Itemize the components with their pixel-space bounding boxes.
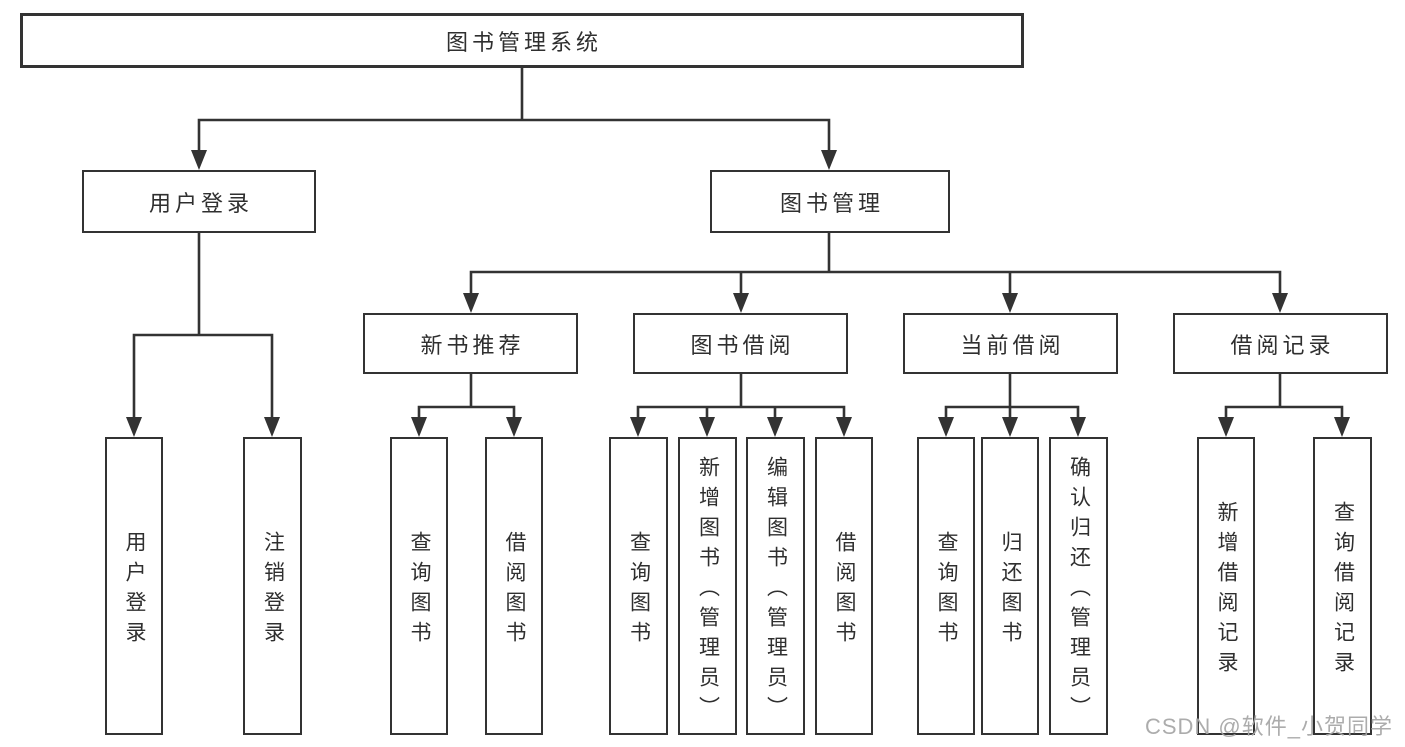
node-label: 确认归还（管理员） bbox=[1067, 455, 1091, 726]
node-label: 借阅图书 bbox=[503, 530, 526, 651]
node-user-login: 用户登录 bbox=[82, 170, 316, 233]
node-leaf-return-books: 归还图书 bbox=[981, 437, 1039, 735]
arrowhead bbox=[191, 150, 207, 170]
node-label: 图书管理系统 bbox=[445, 29, 602, 55]
connector-line bbox=[944, 372, 1080, 423]
arrowhead bbox=[463, 293, 479, 313]
connector-line bbox=[636, 372, 846, 423]
arrowhead bbox=[938, 417, 954, 437]
arrowhead bbox=[630, 417, 646, 437]
node-book-management: 图书管理 bbox=[710, 170, 950, 233]
connector-new-book-children bbox=[411, 372, 522, 437]
node-leaf-edit-books-admin: 编辑图书（管理员） bbox=[746, 437, 805, 735]
connector-borrow-records-children bbox=[1218, 372, 1350, 437]
node-label: 新书推荐 bbox=[420, 332, 525, 358]
node-label: 借阅图书 bbox=[833, 530, 856, 651]
arrowhead bbox=[767, 417, 783, 437]
node-leaf-query-books-recommend: 查询图书 bbox=[390, 437, 448, 735]
arrowhead bbox=[264, 417, 280, 437]
arrowhead bbox=[126, 417, 142, 437]
node-leaf-query-borrow-record: 查询借阅记录 bbox=[1313, 437, 1372, 735]
node-label: 当前借阅 bbox=[960, 332, 1065, 358]
node-leaf-query-books-borrow: 查询图书 bbox=[609, 437, 668, 735]
node-label: 查询图书 bbox=[627, 530, 651, 651]
node-label: 查询图书 bbox=[408, 530, 431, 651]
node-label: 图书管理 bbox=[779, 190, 884, 216]
connector-line bbox=[417, 372, 516, 423]
arrowhead bbox=[821, 150, 837, 170]
node-label: 归还图书 bbox=[999, 530, 1022, 651]
node-label: 新增图书（管理员） bbox=[696, 455, 720, 726]
node-leaf-logout: 注销登录 bbox=[243, 437, 302, 735]
arrowhead bbox=[1334, 417, 1350, 437]
node-current-borrow: 当前借阅 bbox=[903, 313, 1118, 374]
connector-book-borrow-children bbox=[630, 372, 852, 437]
node-label: 新增借阅记录 bbox=[1215, 500, 1238, 681]
node-leaf-user-login: 用户登录 bbox=[105, 437, 163, 735]
connector-line bbox=[469, 231, 1282, 299]
arrowhead bbox=[1002, 417, 1018, 437]
node-borrow-records: 借阅记录 bbox=[1173, 313, 1388, 374]
connector-current-borrow-children bbox=[938, 372, 1086, 437]
node-label: 借阅记录 bbox=[1230, 332, 1335, 358]
node-label: 查询图书 bbox=[935, 530, 958, 651]
node-leaf-borrow-books-recommend: 借阅图书 bbox=[485, 437, 543, 735]
node-leaf-add-books-admin: 新增图书（管理员） bbox=[678, 437, 737, 735]
connector-line bbox=[132, 231, 274, 423]
node-label: 编辑图书（管理员） bbox=[764, 455, 788, 726]
node-leaf-confirm-return-admin: 确认归还（管理员） bbox=[1049, 437, 1108, 735]
arrowhead bbox=[1002, 293, 1018, 313]
arrowhead bbox=[1218, 417, 1234, 437]
node-leaf-add-borrow-record: 新增借阅记录 bbox=[1197, 437, 1255, 735]
arrowhead bbox=[1070, 417, 1086, 437]
node-library-management-system: 图书管理系统 bbox=[20, 13, 1024, 68]
connector-root-to-level2 bbox=[191, 66, 837, 170]
node-leaf-query-books-current: 查询图书 bbox=[917, 437, 975, 735]
node-label: 注销登录 bbox=[261, 530, 285, 651]
arrowhead bbox=[836, 417, 852, 437]
arrowhead bbox=[506, 417, 522, 437]
connector-line bbox=[197, 66, 831, 156]
node-book-borrow: 图书借阅 bbox=[633, 313, 848, 374]
node-label: 用户登录 bbox=[123, 530, 146, 651]
connector-line bbox=[1224, 372, 1344, 423]
node-label: 图书借阅 bbox=[690, 332, 795, 358]
arrowhead bbox=[733, 293, 749, 313]
arrowhead bbox=[1272, 293, 1288, 313]
arrowhead bbox=[411, 417, 427, 437]
arrowhead bbox=[699, 417, 715, 437]
connector-user-login-children bbox=[126, 231, 280, 437]
connector-book-management-children bbox=[463, 231, 1288, 313]
node-label: 查询借阅记录 bbox=[1331, 500, 1355, 681]
node-label: 用户登录 bbox=[148, 190, 253, 216]
node-leaf-borrow-books: 借阅图书 bbox=[815, 437, 873, 735]
node-new-book-recommend: 新书推荐 bbox=[363, 313, 578, 374]
